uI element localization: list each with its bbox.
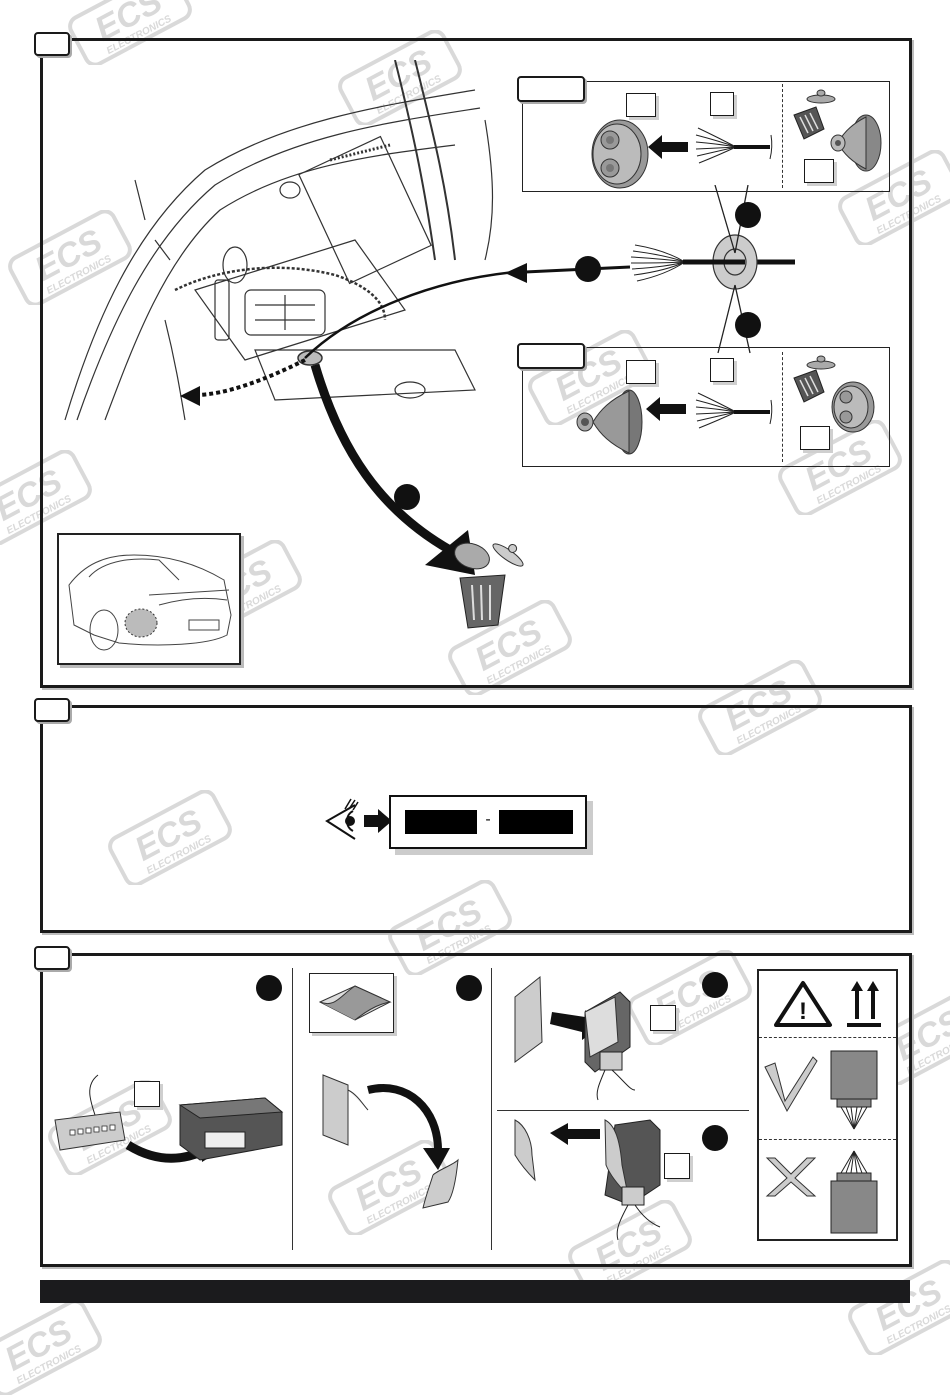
option-a-tab (517, 76, 585, 102)
step-1-panel (40, 38, 912, 688)
step-marker-route (575, 256, 601, 282)
svg-text:ELECTRONICS: ELECTRONICS (885, 1303, 950, 1347)
grommet-with-wire (630, 234, 795, 290)
step-marker-attach (702, 972, 728, 998)
wire-bundle-icon (695, 392, 773, 429)
option-b-divider (782, 352, 783, 462)
single-grommet-icon (830, 114, 882, 172)
trash-bin-icon (793, 369, 825, 403)
discard-plug-arrow (310, 363, 524, 629)
module-correct-orientation-icon (830, 1050, 878, 1130)
plug-cap-icon (806, 89, 836, 104)
code-display-box: - (389, 795, 587, 849)
peel-label-box (664, 1153, 690, 1179)
warning-triangle-icon: ! (774, 981, 832, 1027)
footer-bar (40, 1280, 910, 1303)
insert-arrow-icon (646, 397, 686, 421)
adhesive-pad-icon (318, 985, 392, 1021)
module-wrong-orientation-icon (830, 1150, 878, 1234)
option-b-label-box-1 (626, 360, 656, 384)
eye-icon (325, 798, 359, 840)
step-1-number-tab (34, 32, 70, 56)
twin-hole-grommet-icon (831, 381, 875, 433)
option-a-divider (782, 84, 783, 188)
step-3-panel (40, 953, 912, 1267)
option-a-label-box-2 (710, 92, 734, 116)
twin-hole-grommet-icon (591, 119, 649, 189)
correct-check-icon (764, 1056, 818, 1113)
peel-backing-illustration (514, 1119, 661, 1241)
guide-divider-1 (759, 1037, 896, 1038)
grommet-option-b-inset (522, 347, 890, 467)
single-grommet-icon (576, 389, 643, 455)
connector-to-module-illustration (54, 1074, 284, 1163)
svg-text:!: ! (799, 998, 807, 1025)
option-b-label-box-2 (710, 358, 734, 382)
step-marker-connect (256, 975, 282, 1001)
row-divider (497, 1110, 749, 1111)
code-separator: - (485, 811, 491, 828)
option-b-label-box-3 (800, 426, 830, 450)
adhesive-pad-inset (309, 973, 394, 1033)
column-divider-1 (292, 968, 293, 1250)
wrong-cross-icon (765, 1157, 817, 1197)
attach-pad-to-module-illustration (514, 975, 636, 1101)
orientation-guide: ! (757, 969, 898, 1241)
grommet-option-a-inset (522, 81, 890, 192)
peel-pad-illustration (322, 1074, 459, 1209)
trunk-interior-illustration (64, 60, 515, 421)
svg-text:ELECTRONICS: ELECTRONICS (15, 1343, 84, 1387)
step-2-number-tab (34, 698, 70, 722)
car-rear-view-icon (68, 554, 232, 651)
svg-text:ECS: ECS (0, 1312, 79, 1379)
step-marker-adhesive (456, 975, 482, 1001)
harness-route-arrow (505, 263, 631, 283)
guide-divider-2 (759, 1139, 896, 1140)
code-left-value (405, 810, 477, 834)
code-right-value (499, 810, 573, 834)
insert-arrow-icon (648, 135, 688, 159)
attach-label-box (650, 1005, 676, 1031)
option-a-label-box-3 (804, 159, 834, 183)
plug-cap-icon (806, 355, 836, 370)
column-divider-2 (491, 968, 492, 1250)
step-2-panel (40, 705, 912, 933)
step-marker-peel (702, 1125, 728, 1151)
option-a-label-box-1 (626, 93, 656, 117)
wire-bundle-icon (695, 127, 773, 164)
step-3-number-tab (34, 946, 70, 970)
car-locator-inset (57, 533, 241, 665)
step-marker-option-b (735, 312, 761, 338)
option-b-tab (517, 343, 585, 369)
step-marker-discard (394, 484, 420, 510)
trash-bin-icon (793, 106, 825, 140)
arrow-right-icon (364, 809, 392, 833)
this-way-up-icon (847, 981, 881, 1027)
connect-label-box (134, 1081, 160, 1107)
step-marker-option-a (735, 202, 761, 228)
